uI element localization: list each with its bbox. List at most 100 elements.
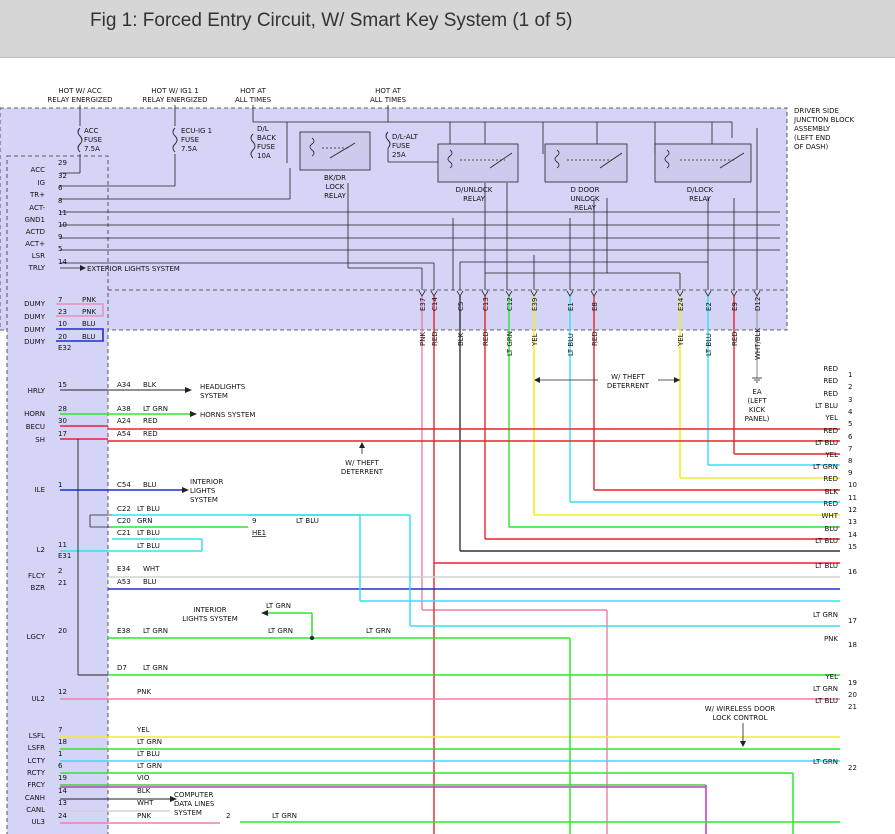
svg-text:C14: C14 [431, 297, 439, 311]
svg-text:A34: A34 [117, 381, 131, 389]
svg-text:E9: E9 [731, 302, 739, 311]
svg-text:WHT/BLK: WHT/BLK [754, 327, 762, 360]
svg-text:LCTY: LCTY [28, 757, 46, 765]
svg-text:24: 24 [58, 812, 67, 820]
svg-text:WHT: WHT [137, 799, 154, 807]
svg-text:W/ WIRELESS DOOR: W/ WIRELESS DOOR [705, 705, 776, 713]
svg-text:LT BLU: LT BLU [137, 542, 160, 550]
svg-text:LT GRN: LT GRN [506, 331, 514, 356]
theft-deterrent-top: W/ THEFT DETERRENT [534, 370, 680, 390]
svg-text:HORN: HORN [24, 410, 45, 418]
svg-text:SYSTEM: SYSTEM [190, 496, 218, 504]
svg-text:A24: A24 [117, 417, 131, 425]
relay-bkdr: BK/DR LOCK RELAY [299, 131, 371, 200]
svg-text:11: 11 [58, 541, 67, 549]
svg-text:17: 17 [58, 430, 67, 438]
trly-arrow-line: EXTERIOR LIGHTS SYSTEM [60, 265, 180, 273]
svg-text:(LEFT: (LEFT [747, 397, 767, 405]
left-wires [60, 387, 571, 834]
output-color-label: LT GRN [813, 758, 838, 766]
svg-text:IG: IG [38, 179, 46, 187]
svg-text:ASSEMBLY: ASSEMBLY [794, 125, 831, 133]
svg-text:HEADLIGHTS: HEADLIGHTS [200, 383, 246, 391]
svg-text:BLU: BLU [82, 320, 95, 328]
svg-text:E34: E34 [117, 565, 131, 573]
output-number-label: 16 [848, 568, 857, 576]
output-color-label: RED [823, 427, 838, 435]
header-note-hot1: HOT AT ALL TIMES [235, 87, 272, 104]
fuse-acc-icon [77, 127, 83, 153]
svg-text:SH: SH [35, 436, 45, 444]
svg-text:LSFL: LSFL [29, 732, 45, 740]
svg-text:SYSTEM: SYSTEM [200, 392, 228, 400]
svg-text:TRLY: TRLY [28, 264, 46, 272]
svg-text:LT GRN: LT GRN [137, 762, 162, 770]
svg-text:RED: RED [731, 331, 739, 346]
svg-text:RED: RED [143, 430, 158, 438]
svg-text:BLK: BLK [457, 332, 465, 346]
fuse-dl-icon [250, 133, 256, 159]
svg-text:E32: E32 [58, 344, 71, 352]
svg-text:YEL: YEL [531, 333, 539, 347]
svg-text:23: 23 [58, 308, 67, 316]
svg-text:20: 20 [58, 627, 67, 635]
output-color-label: RED [823, 500, 838, 508]
svg-text:1: 1 [58, 481, 62, 489]
svg-text:RED: RED [591, 331, 599, 346]
output-wires [60, 428, 840, 834]
svg-text:12: 12 [58, 688, 67, 696]
output-number-label: 1 [848, 371, 852, 379]
output-color-label: LT BLU [815, 562, 838, 570]
svg-text:LT GRN: LT GRN [137, 738, 162, 746]
svg-text:C54: C54 [117, 481, 131, 489]
svg-text:29: 29 [58, 159, 67, 167]
svg-text:LOCK: LOCK [326, 183, 345, 191]
exterior-lights-label: EXTERIOR LIGHTS SYSTEM [87, 265, 180, 273]
svg-text:7.5A: 7.5A [181, 145, 197, 153]
svg-text:25A: 25A [392, 151, 406, 159]
output-color-label: RED [823, 377, 838, 385]
svg-text:7: 7 [58, 296, 62, 304]
output-number-label: 2 [848, 383, 852, 391]
relay-ddoor: D DOOR UNLOCK RELAY [544, 143, 628, 212]
svg-text:W/ THEFT: W/ THEFT [345, 459, 379, 467]
svg-text:ALL TIMES: ALL TIMES [370, 96, 407, 104]
svg-text:LSR: LSR [32, 252, 45, 260]
svg-text:11: 11 [58, 209, 67, 217]
svg-text:A53: A53 [117, 578, 131, 586]
svg-text:D/L: D/L [257, 125, 269, 133]
vertical-wires [421, 296, 758, 834]
svg-text:C22: C22 [117, 505, 131, 513]
svg-text:VIO: VIO [137, 774, 150, 782]
svg-text:PNK: PNK [419, 332, 427, 346]
output-color-label: RED [823, 475, 838, 483]
svg-text:PNK: PNK [137, 812, 151, 820]
output-color-label: LT BLU [815, 402, 838, 410]
svg-text:2: 2 [58, 567, 62, 575]
svg-text:LT BLU: LT BLU [567, 333, 575, 356]
svg-text:HOT W/ ACC: HOT W/ ACC [58, 87, 101, 95]
svg-text:ACC: ACC [31, 166, 46, 174]
header-note-hot2: HOT AT ALL TIMES [370, 87, 407, 104]
output-number-label: 10 [848, 481, 857, 489]
svg-text:9: 9 [252, 517, 256, 525]
output-number-label: 21 [848, 703, 857, 711]
ground-ea: EA (LEFT KICK PANEL) [745, 377, 770, 423]
output-number-label: 9 [848, 469, 852, 477]
svg-text:5: 5 [58, 245, 62, 253]
svg-text:32: 32 [58, 172, 67, 180]
output-color-label: BLK [825, 488, 839, 496]
svg-text:LT BLU: LT BLU [705, 333, 713, 356]
svg-text:INTERIOR: INTERIOR [190, 478, 223, 486]
svg-text:FUSE: FUSE [257, 143, 275, 151]
output-number-label: 5 [848, 420, 852, 428]
svg-text:DRIVER SIDE: DRIVER SIDE [794, 107, 839, 115]
svg-text:L2: L2 [37, 546, 45, 554]
output-number-label: 14 [848, 531, 857, 539]
svg-text:15: 15 [58, 381, 67, 389]
svg-text:DATA LINES: DATA LINES [174, 800, 215, 808]
svg-text:9: 9 [58, 233, 62, 241]
output-number-label: 6 [848, 433, 853, 441]
svg-text:7.5A: 7.5A [84, 145, 100, 153]
